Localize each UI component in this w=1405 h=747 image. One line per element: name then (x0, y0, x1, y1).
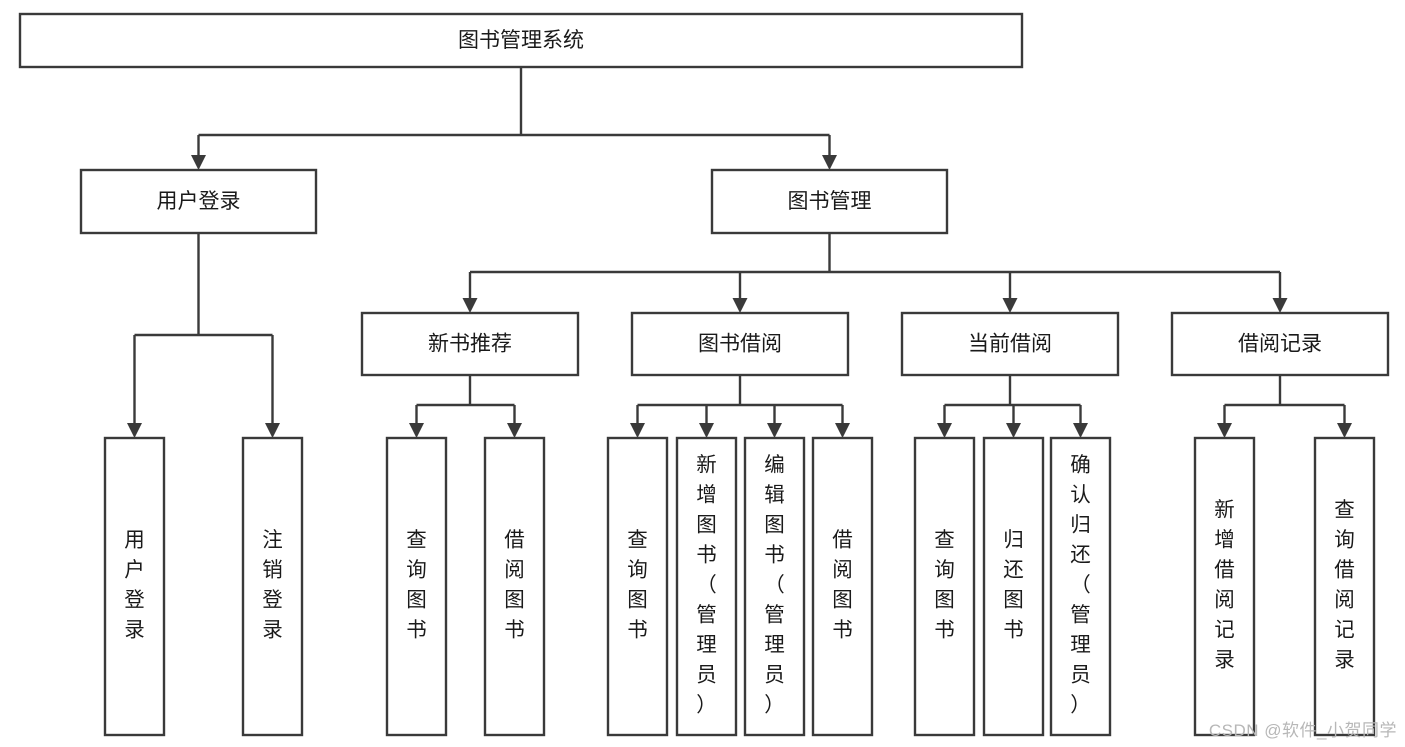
node-e794a8e688b7e799bbe5bd95-l2-0-box[interactable] (79, 168, 318, 235)
node-e5bd93e5898de5809fe99885-l3-2[interactable]: 当前借阅 (900, 311, 1120, 377)
node-e6b3a8e99480e799bbe5bd95-leaf-u1[interactable]: 注销登录 (241, 436, 304, 737)
node-e794a8e688b7e799bbe5bd95-leaf-u0[interactable]: 用户登录 (103, 436, 166, 737)
node-e5809fe99885e59bbee4b9a6-leaf-1-3[interactable]: 借阅图书 (811, 436, 874, 737)
node-e696b0e5a29ee5809fe99885e8ae-leaf-3-0-box[interactable] (1193, 436, 1256, 737)
node-e7bc96e8be91e59bbee4b9a6efbc-leaf-1-2-label: 编辑图书（管理员） (764, 454, 785, 717)
leaf-arrow-1-3-arrowhead (835, 423, 850, 438)
node-e696b0e5a29ee5809fe99885e8ae-leaf-3-0[interactable]: 新增借阅记录 (1193, 436, 1256, 737)
node-e69fa5e8afa2e59bbee4b9a6-leaf-2-0-label: 查询图书 (934, 529, 955, 642)
node-e5809fe99885e59bbee4b9a6-leaf-1-3-box[interactable] (811, 436, 874, 737)
node-e7a1aee8aea4e5bd92e8bf98efbc-leaf-2-2[interactable]: 确认归还（管理员） (1049, 436, 1112, 737)
node-e69fa5e8afa2e59bbee4b9a6-leaf-0-0-box[interactable] (385, 436, 448, 737)
leaf-arrow-3-0-arrowhead (1217, 423, 1232, 438)
node-e5809fe99885e8aeb0e5bd95-l3-3-label: 借阅记录 (1238, 333, 1322, 356)
node-e69fa5e8afa2e59bbee4b9a6-leaf-1-0[interactable]: 查询图书 (606, 436, 669, 737)
node-e59bbee4b9a6e7aea1e79086-l2-1-label: 图书管理 (788, 190, 872, 213)
node-e69fa5e8afa2e5809fe99885e8ae-leaf-3-1[interactable]: 查询借阅记录 (1313, 436, 1376, 737)
node-e794a8e688b7e799bbe5bd95-leaf-u0-label: 用户登录 (124, 529, 145, 642)
node-e696b0e5a29ee5809fe99885e8ae-leaf-3-0-label: 新增借阅记录 (1214, 499, 1235, 672)
node-e696b0e5a29ee59bbee4b9a6efbc-leaf-1-1-label: 新增图书（管理员） (696, 454, 717, 717)
node-e5bd92e8bf98e59bbee4b9a6-leaf-2-1-label: 归还图书 (1003, 529, 1024, 642)
node-e69fa5e8afa2e59bbee4b9a6-leaf-1-0-box[interactable] (606, 436, 669, 737)
node-e5809fe99885e59bbee4b9a6-leaf-1-3-label: 借阅图书 (832, 529, 853, 642)
node-e5bd93e5898de5809fe99885-l3-2-label: 当前借阅 (968, 333, 1052, 356)
node-e794a8e688b7e799bbe5bd95-l2-0[interactable]: 用户登录 (79, 168, 318, 235)
root-to-l2-0-arrowhead (191, 155, 206, 170)
node-e5809fe99885e8aeb0e5bd95-l3-3-box[interactable] (1170, 311, 1390, 377)
book-mgmt-child-3-arrowhead (1272, 298, 1288, 313)
root-to-l2-1-arrowhead (822, 155, 837, 170)
node-e5bd92e8bf98e59bbee4b9a6-leaf-2-1-box[interactable] (982, 436, 1045, 737)
leaf-arrow-2-2-arrowhead (1073, 423, 1088, 438)
node-e59bbee4b9a6e7aea1e79086-l2-1[interactable]: 图书管理 (710, 168, 949, 235)
node-e7a1aee8aea4e5bd92e8bf98efbc-leaf-2-2-box[interactable] (1049, 436, 1112, 737)
leaf-arrow-1-2-arrowhead (767, 423, 782, 438)
node-e5bd93e5898de5809fe99885-l3-2-box[interactable] (900, 311, 1120, 377)
leaf-arrow-1-0-arrowhead (630, 423, 645, 438)
node-e794a8e688b7e799bbe5bd95-leaf-u0-box[interactable] (103, 436, 166, 737)
leaf-arrow-0-1-arrowhead (507, 423, 522, 438)
book-mgmt-child-0-arrowhead (462, 298, 478, 313)
root-node[interactable]: 图书管理系统 (18, 12, 1024, 69)
user-login-child-0-arrowhead (127, 423, 142, 438)
node-e696b0e4b9a6e68ea8e88d90-l3-0-label: 新书推荐 (428, 333, 512, 356)
leaf-arrow-0-0-arrowhead (409, 423, 424, 438)
node-e69fa5e8afa2e59bbee4b9a6-leaf-2-0-box[interactable] (913, 436, 976, 737)
root-node-label: 图书管理系统 (458, 29, 584, 52)
leaf-arrow-3-1-arrowhead (1337, 423, 1352, 438)
node-e696b0e5a29ee59bbee4b9a6efbc-leaf-1-1[interactable]: 新增图书（管理员） (675, 436, 738, 737)
node-e59bbee4b9a6e5809fe99885-l3-1-label: 图书借阅 (698, 333, 782, 356)
node-e5809fe99885e59bbee4b9a6-leaf-0-1-label: 借阅图书 (504, 529, 525, 642)
node-e5bd92e8bf98e59bbee4b9a6-leaf-2-1[interactable]: 归还图书 (982, 436, 1045, 737)
user-login-child-1-arrowhead (265, 423, 280, 438)
book-mgmt-child-1-arrowhead (732, 298, 748, 313)
leaf-arrow-2-1-arrowhead (1006, 423, 1021, 438)
node-e69fa5e8afa2e5809fe99885e8ae-leaf-3-1-label: 查询借阅记录 (1334, 499, 1355, 672)
node-e696b0e4b9a6e68ea8e88d90-l3-0[interactable]: 新书推荐 (360, 311, 580, 377)
connector-layer (127, 67, 1352, 438)
node-e696b0e4b9a6e68ea8e88d90-l3-0-box[interactable] (360, 311, 580, 377)
node-e696b0e5a29ee59bbee4b9a6efbc-leaf-1-1-box[interactable] (675, 436, 738, 737)
node-e5809fe99885e8aeb0e5bd95-l3-3[interactable]: 借阅记录 (1170, 311, 1390, 377)
node-e69fa5e8afa2e59bbee4b9a6-leaf-1-0-label: 查询图书 (627, 529, 648, 642)
node-e69fa5e8afa2e5809fe99885e8ae-leaf-3-1-box[interactable] (1313, 436, 1376, 737)
node-e6b3a8e99480e799bbe5bd95-leaf-u1-box[interactable] (241, 436, 304, 737)
leaf-arrow-1-1-arrowhead (699, 423, 714, 438)
node-e7bc96e8be91e59bbee4b9a6efbc-leaf-1-2-box[interactable] (743, 436, 806, 737)
node-e5809fe99885e59bbee4b9a6-leaf-0-1-box[interactable] (483, 436, 546, 737)
node-e5809fe99885e59bbee4b9a6-leaf-0-1[interactable]: 借阅图书 (483, 436, 546, 737)
root-node-box[interactable] (18, 12, 1024, 69)
node-e59bbee4b9a6e7aea1e79086-l2-1-box[interactable] (710, 168, 949, 235)
node-e59bbee4b9a6e5809fe99885-l3-1[interactable]: 图书借阅 (630, 311, 850, 377)
node-e6b3a8e99480e799bbe5bd95-leaf-u1-label: 注销登录 (262, 529, 283, 642)
node-e69fa5e8afa2e59bbee4b9a6-leaf-0-0[interactable]: 查询图书 (385, 436, 448, 737)
node-e7bc96e8be91e59bbee4b9a6efbc-leaf-1-2[interactable]: 编辑图书（管理员） (743, 436, 806, 737)
leaf-arrow-2-0-arrowhead (937, 423, 952, 438)
node-e69fa5e8afa2e59bbee4b9a6-leaf-2-0[interactable]: 查询图书 (913, 436, 976, 737)
node-e7a1aee8aea4e5bd92e8bf98efbc-leaf-2-2-label: 确认归还（管理员） (1070, 454, 1091, 717)
node-e69fa5e8afa2e59bbee4b9a6-leaf-0-0-label: 查询图书 (406, 529, 427, 642)
node-layer: 图书管理系统用户登录图书管理用户登录注销登录新书推荐查询图书借阅图书图书借阅查询… (18, 12, 1390, 737)
node-e59bbee4b9a6e5809fe99885-l3-1-box[interactable] (630, 311, 850, 377)
node-e794a8e688b7e799bbe5bd95-l2-0-label: 用户登录 (157, 190, 241, 213)
watermark: CSDN @软件_小贺同学 (1208, 721, 1397, 740)
book-mgmt-child-2-arrowhead (1002, 298, 1018, 313)
